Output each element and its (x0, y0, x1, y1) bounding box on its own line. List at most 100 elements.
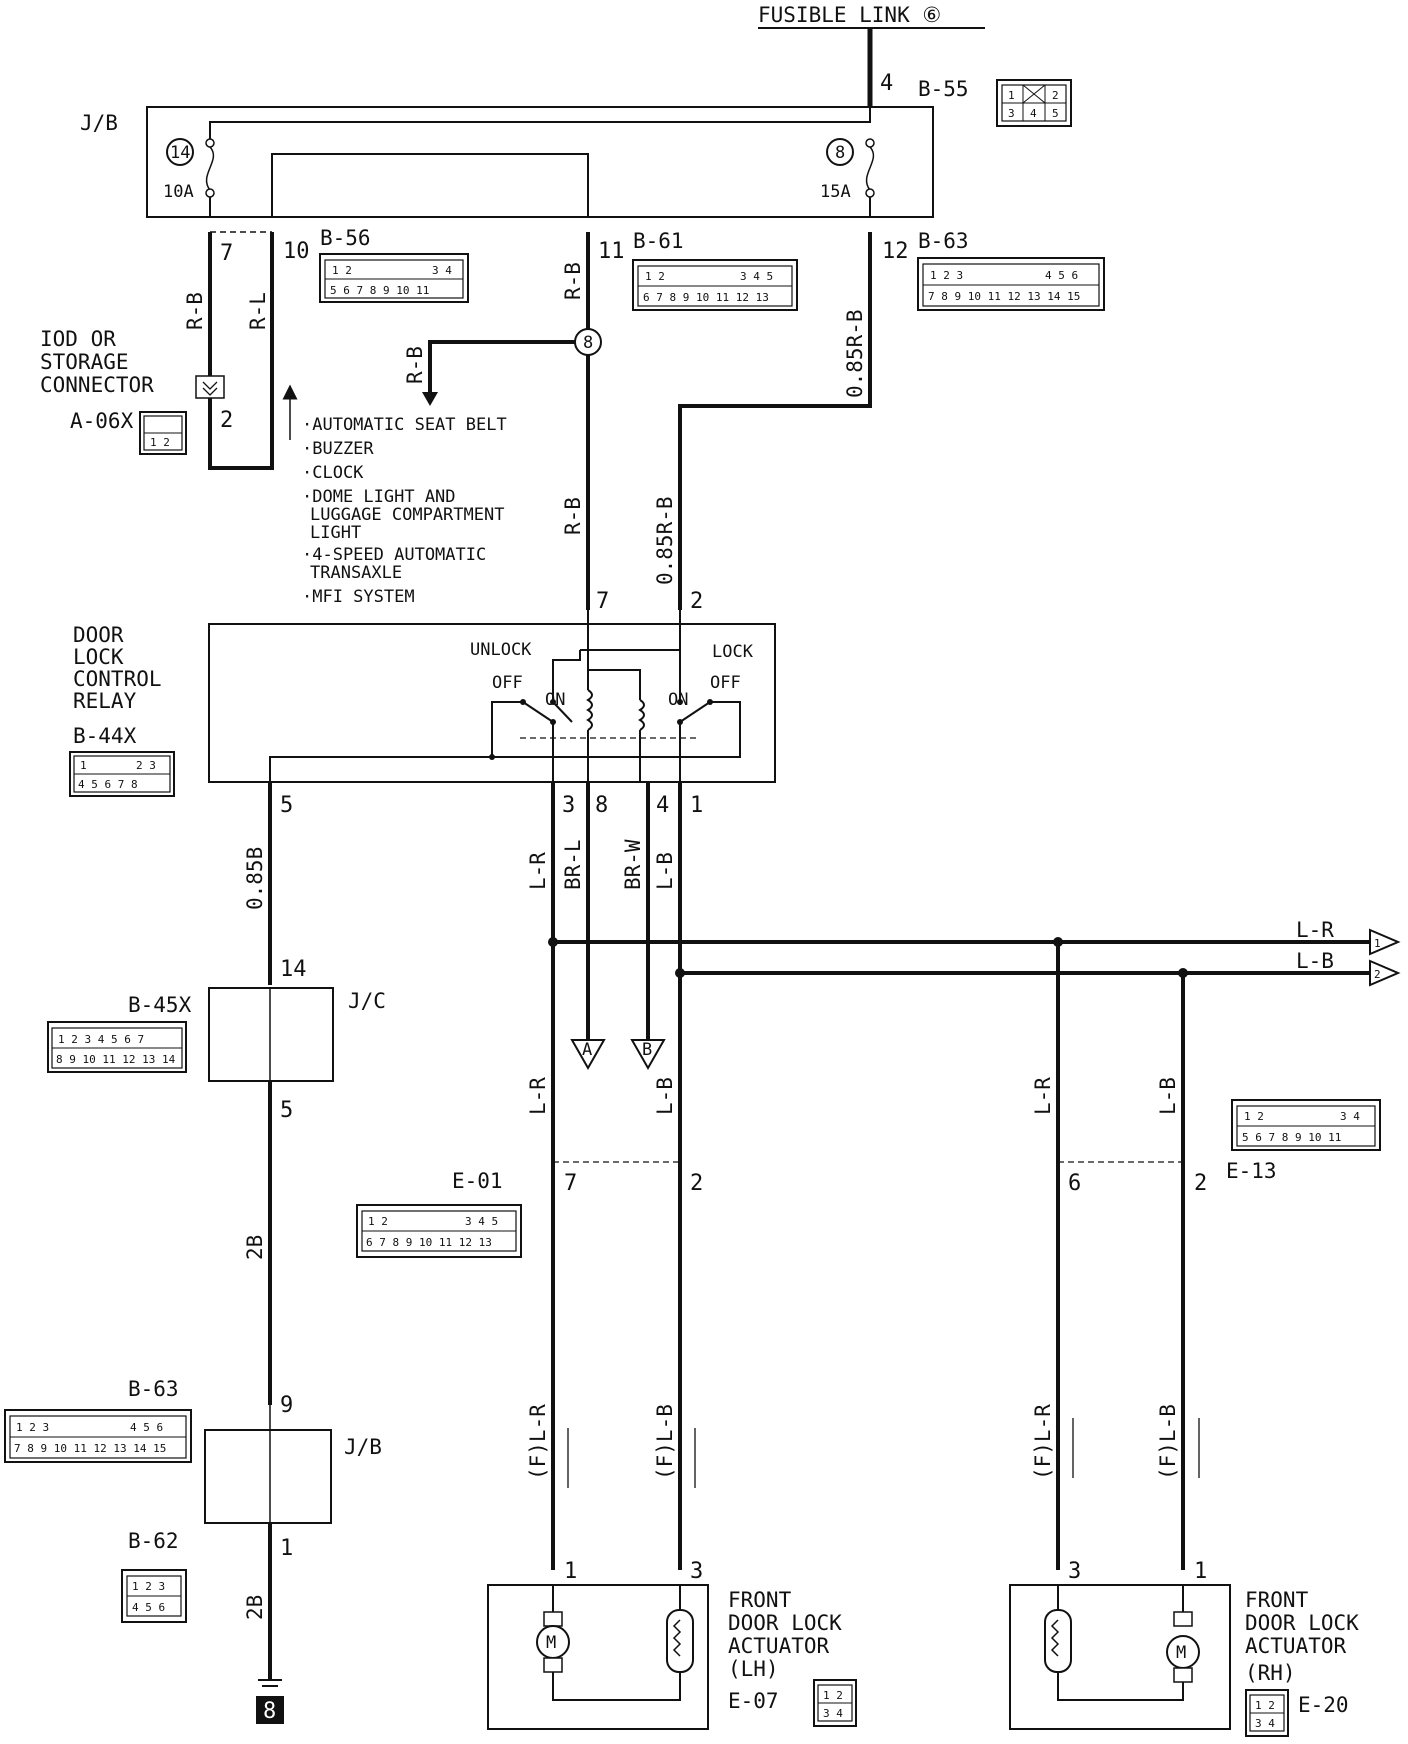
wire-flb-1: (F)L-B (653, 1404, 677, 1480)
wire-rb-3: R-B (403, 346, 427, 384)
system-5: LUGGAGE COMPARTMENT (310, 505, 504, 525)
wire-brw: BR-W (621, 839, 645, 890)
iod-line-2: STORAGE (40, 350, 129, 374)
svg-text:M: M (546, 1633, 556, 1653)
wire-rb-2: R-B (561, 262, 585, 300)
jb-output-pins: 7 10 B-56 11 B-61 12 B-63 (210, 226, 969, 266)
e13-pin-2: 2 (1194, 1171, 1207, 1196)
svg-text:4 5 6: 4 5 6 (132, 1601, 165, 1614)
jb-label: J/B (80, 111, 118, 135)
svg-text:7 8 9 10 11 12 13 14 15: 7 8 9 10 11 12 13 14 15 (14, 1442, 166, 1455)
wire-brl: BR-L (561, 839, 585, 890)
svg-text:1: 1 (80, 759, 87, 772)
relay-name-3: CONTROL (73, 667, 162, 691)
actuator-lh-line-3: ACTUATOR (728, 1634, 830, 1658)
e01-pin-7: 7 (564, 1171, 577, 1196)
fuse-14-number: 14 (170, 143, 190, 163)
iod-line-1: IOD OR (40, 327, 116, 351)
system-7: ·4-SPEED AUTOMATIC (302, 545, 486, 565)
pin-4: 4 (880, 71, 893, 96)
pin-11: 11 (598, 239, 625, 264)
wire-085b: 0.85B (243, 847, 267, 910)
fuse-8-number: 8 (835, 143, 845, 163)
actuator-lh-line-4: (LH) (728, 1657, 779, 1681)
connector-b44x: B-44X (73, 724, 137, 748)
connector-e13: E-13 (1226, 1159, 1277, 1183)
wire-flb-2: (F)L-B (1156, 1404, 1180, 1480)
svg-text:1 2 3: 1 2 3 (16, 1421, 49, 1434)
splice-8: 8 (583, 333, 593, 353)
jc-pin-5: 5 (280, 1098, 293, 1123)
actuator-rh: 3 1 M FRONT DOOR LOCK ACTUATOR (RH) 1 2 … (1009, 1559, 1359, 1737)
svg-text:2: 2 (1052, 89, 1059, 102)
svg-text:6 7 8 9 10 11 12 13: 6 7 8 9 10 11 12 13 (643, 291, 769, 304)
system-1: ·AUTOMATIC SEAT BELT (302, 415, 507, 435)
relay-output-wires: L-R BR-L BR-W L-B A B L-R L-B 1 2 L-R L-… (356, 782, 1401, 1570)
actuator-rh-line-2: DOOR LOCK (1245, 1611, 1359, 1635)
connector-b45x: B-45X (128, 993, 192, 1017)
right-supply-wire: 0.85R-B 0.85R-B (653, 232, 872, 610)
relay-pin-8: 8 (595, 793, 608, 818)
pin-7: 7 (220, 241, 233, 266)
system-8: TRANSAXLE (310, 563, 402, 583)
pin-12: 12 (882, 239, 909, 264)
relay-off-right: OFF (710, 673, 741, 693)
actuator-rh-line-3: ACTUATOR (1245, 1634, 1347, 1658)
connector-b56-icon: 1 2 3 4 5 6 7 8 9 10 11 (319, 253, 469, 303)
connected-systems-list: ·AUTOMATIC SEAT BELT ·BUZZER ·CLOCK ·DOM… (302, 415, 507, 607)
system-6: LIGHT (310, 523, 361, 543)
ref-out-2: 2 (1374, 968, 1381, 981)
wire-rb-1: R-B (183, 292, 207, 330)
wire-085rb-2: 0.85R-B (653, 496, 677, 585)
connector-b56: B-56 (320, 226, 371, 250)
wire-flr-2: (F)L-R (1031, 1404, 1055, 1480)
wire-lb-3: L-B (1156, 1077, 1180, 1115)
switch-icon (1044, 1609, 1072, 1673)
wire-2b-2: 2B (243, 1595, 267, 1620)
jb-label-lower: J/B (344, 1435, 382, 1459)
svg-text:4 5 6 7 8: 4 5 6 7 8 (78, 778, 138, 791)
connector-b63: B-63 (918, 229, 969, 253)
relay-pin-3: 3 (562, 793, 575, 818)
connector-b62-icon: 1 2 3 4 5 6 (121, 1569, 187, 1623)
wire-lb-2: L-B (653, 1077, 677, 1115)
wire-lr-2: L-R (526, 1077, 550, 1115)
connector-b63-lower: B-63 (128, 1377, 179, 1401)
connector-e07: E-07 (728, 1689, 779, 1713)
relay-name-4: RELAY (73, 689, 137, 713)
svg-text:1 2: 1 2 (332, 264, 352, 277)
svg-text:7 8 9 10 11 12 13 14 15: 7 8 9 10 11 12 13 14 15 (928, 290, 1080, 303)
connector-a06x: A-06X (70, 409, 134, 433)
wire-lr-3: L-R (1031, 1077, 1055, 1115)
svg-text:8 9 10 11 12 13 14: 8 9 10 11 12 13 14 (56, 1053, 176, 1066)
svg-text:3 4: 3 4 (432, 264, 452, 277)
relay-pin-2: 2 (690, 589, 703, 614)
relay-pin-5: 5 (280, 793, 293, 818)
system-3: ·CLOCK (302, 463, 364, 483)
svg-text:4: 4 (1030, 107, 1037, 120)
svg-text:M: M (1176, 1643, 1186, 1663)
relay-name-1: DOOR (73, 623, 124, 647)
svg-text:3 4: 3 4 (1340, 1110, 1360, 1123)
svg-text:2 3: 2 3 (136, 759, 156, 772)
fuse-14: 14 10A (163, 138, 215, 202)
connector-b55: B-55 (918, 77, 969, 101)
svg-text:4 5 6: 4 5 6 (130, 1421, 163, 1434)
relay-lock: LOCK (712, 642, 754, 662)
wire-lr-out: L-R (1296, 918, 1334, 942)
svg-text:1 2 3 4 5 6 7: 1 2 3 4 5 6 7 (58, 1033, 144, 1046)
relay-unlock: UNLOCK (470, 640, 532, 660)
system-9: ·MFI SYSTEM (302, 587, 415, 607)
jc-pin-14: 14 (280, 957, 307, 982)
connector-e13-icon: 1 2 3 4 5 6 7 8 9 10 11 (1231, 1099, 1381, 1151)
e01-pin-2: 2 (690, 1171, 703, 1196)
e13-pin-6: 6 (1068, 1171, 1081, 1196)
connector-b63-icon: 1 2 3 4 5 6 7 8 9 10 11 12 13 14 15 (917, 257, 1105, 311)
connector-b61-icon: 1 2 3 4 5 6 7 8 9 10 11 12 13 (632, 259, 798, 311)
svg-text:3 4: 3 4 (823, 1707, 843, 1720)
wire-rb-4: R-B (561, 497, 585, 535)
wire-lb-out: L-B (1296, 949, 1334, 973)
jb-pin-1: 1 (280, 1536, 293, 1561)
